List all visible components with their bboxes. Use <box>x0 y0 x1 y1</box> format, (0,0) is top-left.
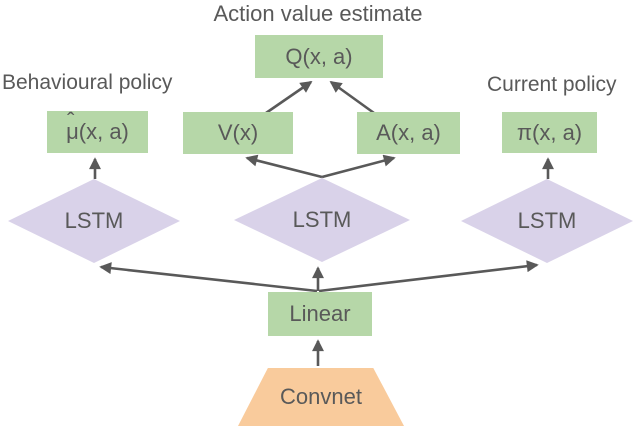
arrow-v-to-q <box>265 80 313 115</box>
node-mu-policy: ˆ μ(x, a) <box>47 110 148 153</box>
mu-base-text: μ(x, a) <box>66 119 129 144</box>
node-pi-policy: π(x, a) <box>502 112 597 153</box>
node-lstm-center: LSTM <box>234 178 410 262</box>
node-pi-policy-label: π(x, a) <box>516 119 583 145</box>
node-lstm-center-label: LSTM <box>292 207 352 232</box>
label-action-value-estimate: Action value estimate <box>213 1 423 26</box>
node-linear: Linear <box>268 292 372 336</box>
node-lstm-right-label: LSTM <box>517 208 577 233</box>
arrow-a-to-q <box>329 80 375 115</box>
node-lstm-left: LSTM <box>8 179 180 263</box>
mu-hat-accent: ˆ <box>67 108 75 133</box>
node-convnet: Convnet <box>238 368 404 426</box>
node-advantage: A(x, a) <box>357 112 460 154</box>
node-state-value: V(x) <box>183 112 293 154</box>
arrow-linear-to-lstm-left <box>99 262 318 293</box>
arrow-lstm-mid-to-v <box>245 154 323 179</box>
node-linear-label: Linear <box>289 301 351 326</box>
label-current-policy: Current policy <box>487 73 617 96</box>
node-advantage-label: A(x, a) <box>376 120 441 145</box>
node-convnet-label: Convnet <box>280 384 362 409</box>
arrow-linear-to-lstm-right <box>318 260 539 293</box>
node-q-value-label: Q(x, a) <box>285 43 353 69</box>
node-state-value-label: V(x) <box>217 120 259 145</box>
node-lstm-left-label: LSTM <box>64 208 124 233</box>
label-behavioural-policy: Behavioural policy <box>2 71 173 94</box>
node-lstm-right: LSTM <box>461 179 633 263</box>
node-q-value: Q(x, a) <box>255 35 383 78</box>
arrow-lstm-mid-to-a <box>321 154 396 179</box>
node-mu-policy-label: ˆ μ(x, a) <box>66 110 129 144</box>
